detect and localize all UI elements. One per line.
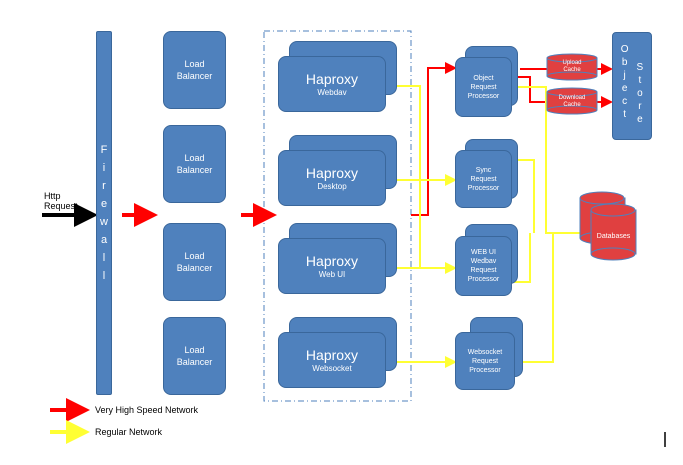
haproxy-to-object-proc-link (411, 62, 457, 216)
webdav-to-webui-proc-link (387, 85, 457, 274)
download-cache-line1: Download (558, 95, 586, 101)
sync-request-processor: Sync Request Processor (455, 150, 512, 208)
sync-proc-to-db-link (514, 159, 535, 233)
download-cache-label: Download Cache (547, 95, 597, 109)
download-cache-cylinder (546, 87, 598, 115)
haproxy-sub: Websocket (312, 363, 352, 373)
object-proc-to-db-link (514, 86, 592, 239)
haproxy-title: Haproxy (305, 346, 359, 363)
legend-high-speed-label: Very High Speed Network (95, 405, 199, 415)
http-request-line2: Request (44, 201, 78, 211)
haproxy-title: Haproxy (305, 164, 359, 181)
vertical-letter: e (637, 113, 643, 125)
vertical-letter: a (100, 234, 108, 246)
lb-label-line1: Load (184, 59, 205, 69)
proc-line: Request (471, 357, 499, 365)
proc-line: Request (470, 175, 497, 183)
lb-label-line1: Load (184, 251, 205, 261)
vertical-letter: l (102, 252, 106, 264)
haproxy-sub: Web UI (318, 269, 346, 279)
proc-line: Processor (469, 366, 501, 374)
haproxy-sub: Desktop (317, 181, 347, 191)
load-balancer-3: Load Balancer (163, 223, 226, 301)
lb-label-line1: Load (184, 153, 205, 163)
vertical-letter: o (637, 87, 643, 99)
proc-to-download-link (514, 76, 547, 103)
proc-line: Wedbav (470, 258, 497, 265)
haproxy-webui: Haproxy Web UI (278, 238, 386, 294)
haproxy-sub: Webdav (317, 87, 347, 97)
vertical-letter: w (100, 216, 108, 228)
lb-label-line1: Load (184, 345, 205, 355)
vertical-letter: l (102, 270, 106, 282)
load-balancer-4: Load Balancer (163, 317, 226, 395)
databases-cylinders (579, 191, 637, 261)
load-balancer-1: Load Balancer (163, 31, 226, 109)
haproxy-title: Haproxy (305, 252, 359, 269)
vertical-letter: t (623, 109, 627, 120)
vertical-letter: t (638, 74, 642, 86)
webui-proc-to-db-link (514, 233, 531, 283)
vertical-letter: i (102, 162, 106, 174)
proc-line: Object (473, 74, 494, 82)
proc-line: Request (470, 83, 497, 91)
legend-regular-label: Regular Network (95, 427, 163, 437)
download-cache-line2: Cache (563, 102, 581, 108)
proc-line: Sync (475, 166, 492, 174)
http-request-label: Http Request (44, 191, 78, 211)
lb-label-line2: Balancer (176, 71, 213, 81)
websocket-request-processor: Websocket Request Processor (455, 332, 515, 390)
http-request-line1: Http (44, 191, 61, 201)
haproxy-desktop: Haproxy Desktop (278, 150, 386, 206)
proc-line: WEB UI (471, 249, 496, 256)
proc-line: Processor (467, 184, 500, 192)
lb-label-line2: Balancer (176, 165, 213, 175)
vertical-letter: F (100, 144, 108, 156)
vertical-letter: j (623, 70, 626, 81)
vertical-letter: e (621, 83, 628, 94)
upload-cache-label: Upload Cache (547, 60, 597, 74)
load-balancer-2: Load Balancer (163, 125, 226, 203)
vertical-letter: r (638, 100, 642, 112)
webui-request-processor: WEB UI Wedbav Request Processor (455, 236, 512, 296)
object-request-processor: Object Request Processor (455, 57, 512, 117)
vertical-letter: r (102, 180, 106, 192)
upload-cache-line1: Upload (562, 60, 582, 66)
upload-cache-cylinder (546, 53, 598, 81)
haproxy-title: Haproxy (305, 70, 359, 87)
haproxy-webdav: Haproxy Webdav (278, 56, 386, 112)
vertical-letter: O (620, 44, 629, 55)
upload-cache-line2: Cache (563, 67, 581, 73)
proc-line: Processor (467, 92, 500, 100)
haproxy-websocket: Haproxy Websocket (278, 332, 386, 388)
ws-proc-to-db-link (514, 233, 554, 363)
proc-line: Request (470, 267, 497, 274)
lb-label-line2: Balancer (176, 263, 213, 273)
proc-line: Processor (467, 276, 500, 283)
vertical-letter: e (100, 198, 108, 210)
vertical-letter: c (622, 96, 628, 107)
databases-label: Databases (596, 233, 631, 240)
proc-line: Websocket (467, 348, 503, 356)
vertical-letter: S (636, 61, 644, 73)
vertical-letter: b (621, 57, 628, 68)
lb-label-line2: Balancer (176, 357, 213, 367)
